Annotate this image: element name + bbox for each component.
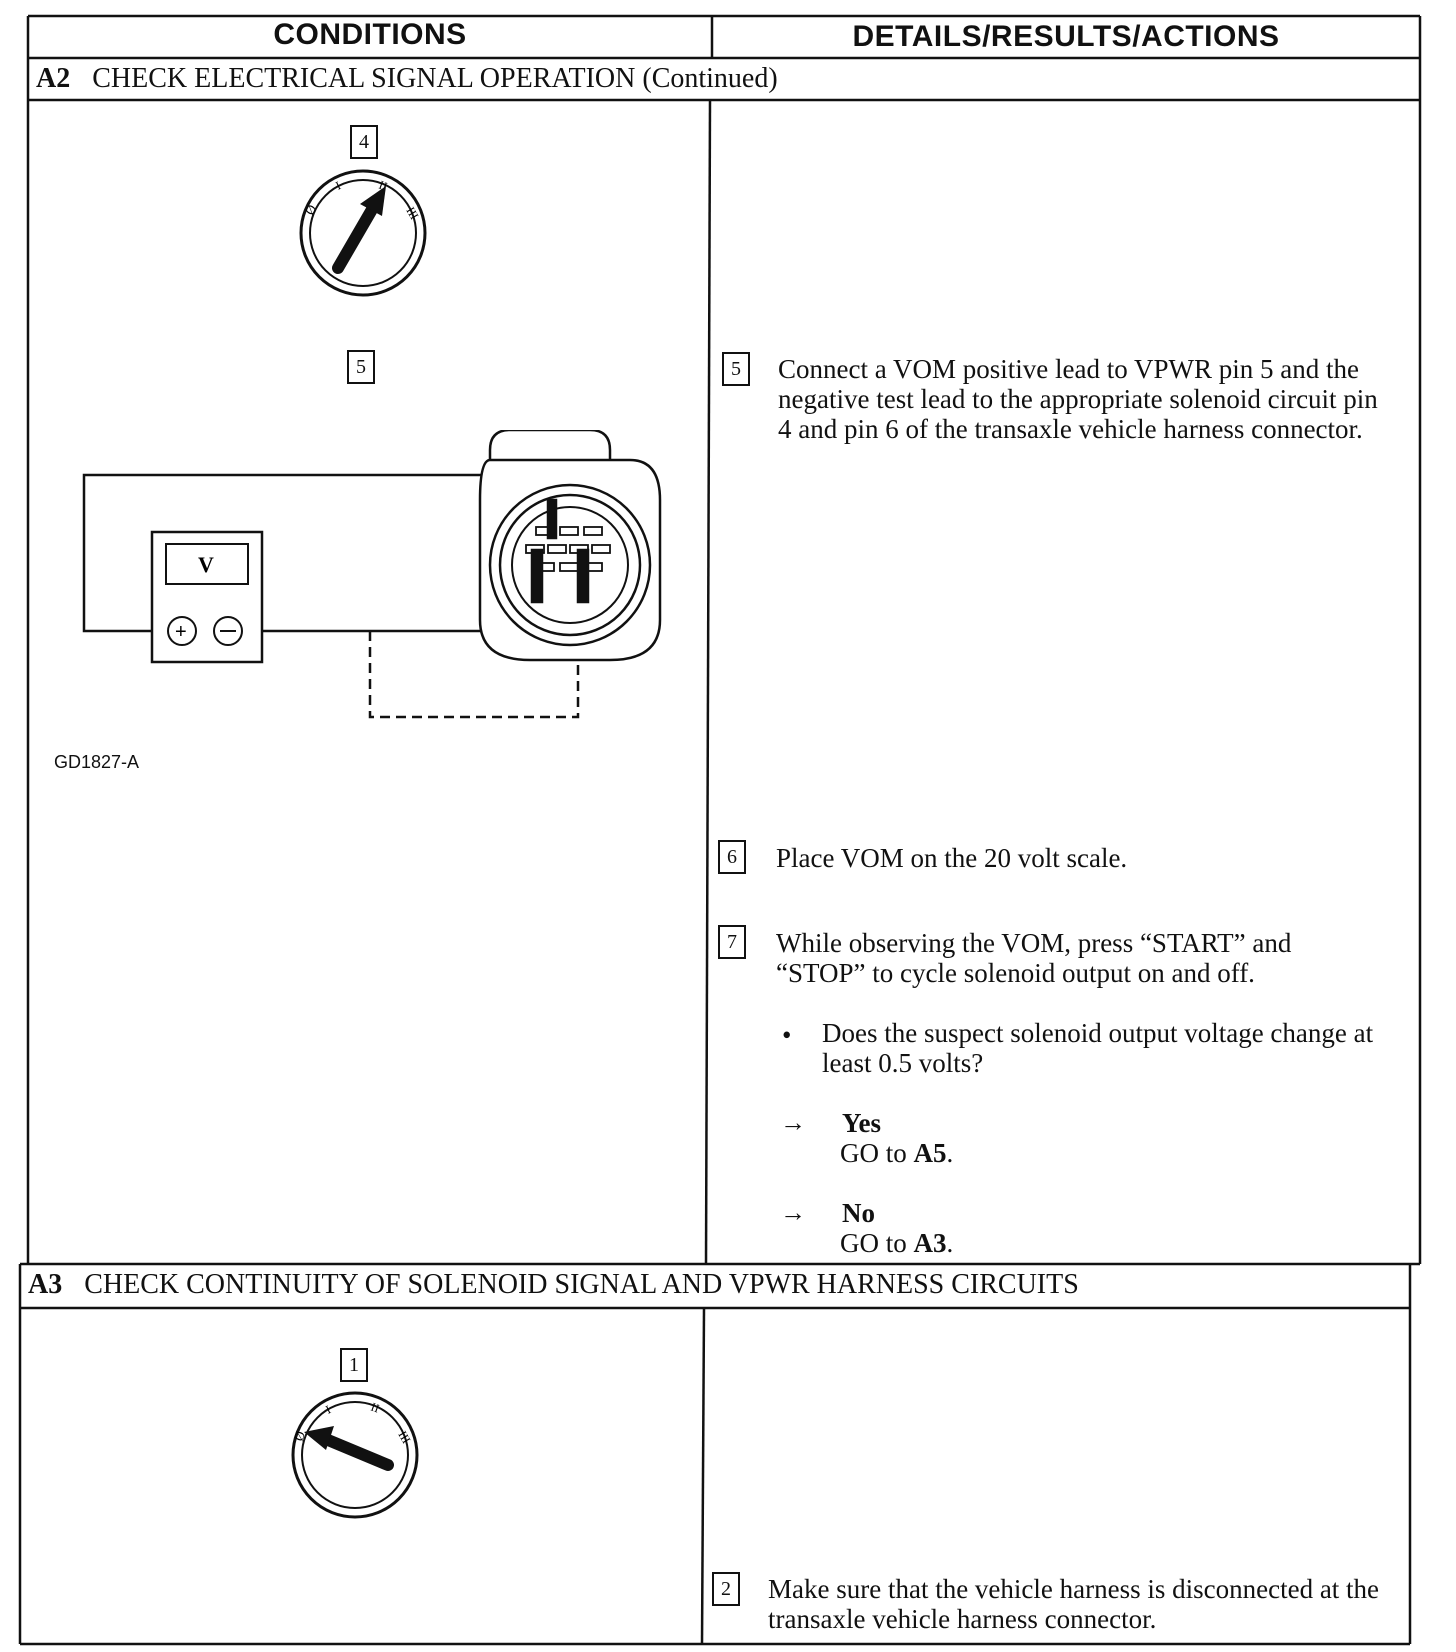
a3-step-2-text: Make sure that the vehicle harness is di… — [768, 1574, 1380, 1634]
question-text: Does the suspect solenoid output voltage… — [822, 1018, 1374, 1078]
no-target-link[interactable]: A3 — [913, 1228, 947, 1258]
section-a3-title: A3 CHECK CONTINUITY OF SOLENOID SIGNAL AN… — [28, 1269, 1079, 1301]
yes-target-link[interactable]: A5 — [913, 1138, 947, 1168]
bullet-icon: • — [782, 1020, 792, 1050]
step-4-box: 4 — [350, 125, 378, 159]
step-5-box: 5 — [347, 350, 375, 384]
svg-text:+: + — [175, 621, 187, 643]
no-action: GO to A3. — [840, 1228, 954, 1258]
section-a2-title: A2 CHECK ELECTRICAL SIGNAL OPERATION (Con… — [36, 63, 778, 95]
no-arrow-icon: → — [780, 1198, 806, 1227]
step-6-text: Place VOM on the 20 volt scale. — [776, 843, 1128, 873]
step-5-number: 5 — [722, 352, 750, 386]
no-action-prefix: GO to — [840, 1228, 907, 1258]
yes-action-prefix: GO to — [840, 1138, 907, 1168]
vom-circuit-diagram: V + — [82, 430, 662, 719]
a3-step-1-box: 1 — [340, 1348, 368, 1382]
section-a3-text: CHECK CONTINUITY OF SOLENOID SIGNAL AND … — [84, 1269, 1079, 1300]
step-7-text: While observing the VOM, press “START” a… — [776, 928, 1292, 988]
section-a2-text: CHECK ELECTRICAL SIGNAL OPERATION (Conti… — [92, 63, 778, 94]
svg-text:I: I — [333, 178, 343, 192]
ignition-switch-off-icon: Ø I II III — [291, 1391, 419, 1519]
harness-connector-icon — [478, 430, 662, 662]
details-header: DETAILS/RESULTS/ACTIONS — [852, 20, 1280, 53]
step-6-number: 6 — [718, 840, 746, 874]
yes-action: GO to A5. — [840, 1138, 954, 1168]
a3-step-2-number: 2 — [712, 1572, 740, 1606]
section-a3-id: A3 — [28, 1269, 63, 1300]
yes-arrow-icon: → — [780, 1108, 806, 1137]
voltmeter-icon: V + — [150, 530, 264, 664]
section-a2-id: A2 — [36, 63, 71, 94]
step-5-text: Connect a VOM positive lead to VPWR pin … — [778, 354, 1378, 444]
ignition-switch-icon: Ø I II III — [299, 169, 427, 297]
yes-label: Yes — [842, 1108, 881, 1138]
meter-symbol: V — [198, 552, 214, 577]
conditions-header: CONDITIONS — [273, 18, 467, 51]
svg-text:I: I — [323, 1402, 333, 1416]
step-7-number: 7 — [718, 925, 746, 959]
figure-id: GD1827-A — [54, 752, 140, 772]
no-label: No — [842, 1198, 875, 1228]
